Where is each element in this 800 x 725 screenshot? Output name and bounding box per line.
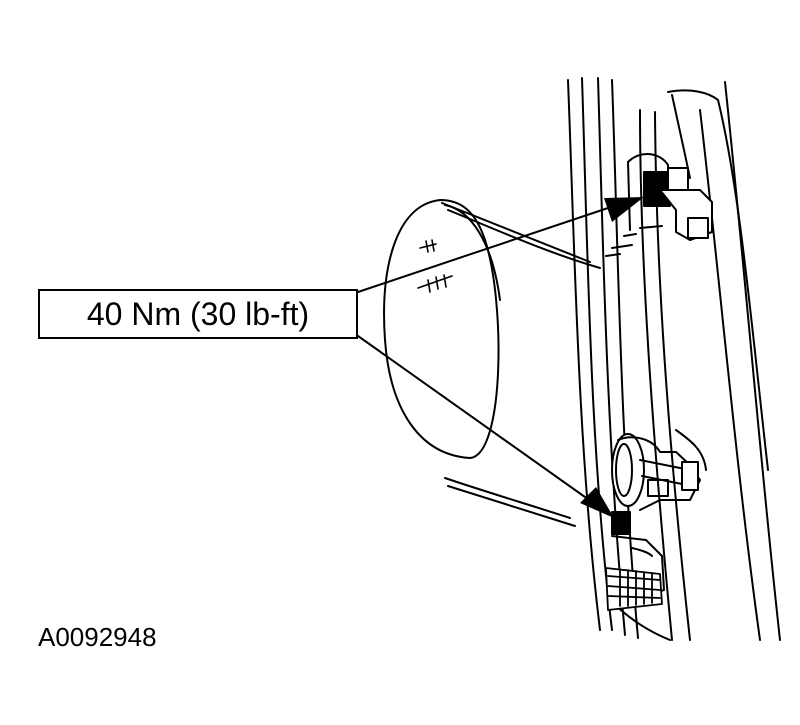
- upper-arrowhead: [604, 197, 644, 222]
- door-panel-lines: [441, 202, 601, 527]
- body-pillar: [567, 77, 781, 641]
- lower-arrowhead: [580, 487, 614, 518]
- leader-arrows: [357, 197, 644, 518]
- wiring-boot: [605, 567, 663, 611]
- upper-hinge: [605, 153, 713, 257]
- figure-id: A0092948: [38, 622, 157, 652]
- torque-label: 40 Nm (30 lb-ft): [86, 295, 310, 332]
- torque-callout: 40 Nm (30 lb-ft): [38, 289, 358, 339]
- lower-hinge: [611, 429, 707, 607]
- speaker-opening: [383, 199, 501, 459]
